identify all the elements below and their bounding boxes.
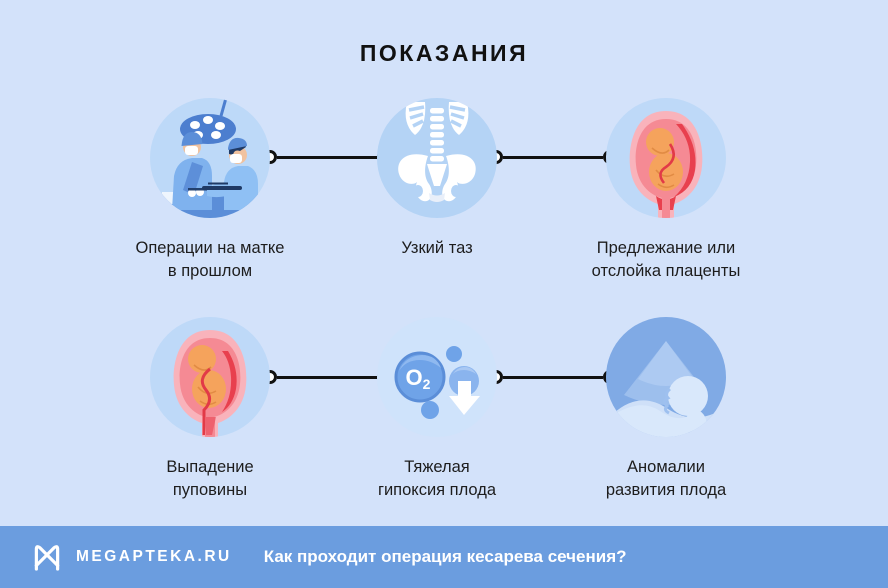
fetal-anomaly-ultrasound-icon — [606, 317, 726, 437]
placenta-previa-icon — [606, 98, 726, 218]
narrow-pelvis-icon — [377, 98, 497, 218]
label-line: развития плода — [605, 480, 727, 499]
card-fetal-hypoxia: O2 Тяжелая гипоксия плода — [317, 317, 557, 502]
card-illustration — [150, 98, 270, 218]
card-placenta-previa: Предлежание или отслойка плаценты — [546, 98, 786, 283]
fetal-hypoxia-icon: O2 — [377, 317, 497, 437]
label-line: Операции на матке — [135, 239, 285, 257]
card-illustration — [150, 317, 270, 437]
svg-text:O2: O2 — [406, 365, 431, 392]
card-label: Предлежание или отслойка плаценты — [592, 237, 741, 283]
page-title: ПОКАЗАНИЯ — [359, 40, 529, 66]
card-illustration — [606, 98, 726, 218]
label-line: Выпадение — [166, 458, 254, 476]
label-line: Тяжелая — [404, 458, 470, 476]
card-fetal-anomaly: Аномалии развития плода — [546, 317, 786, 502]
card-illustration — [606, 317, 726, 437]
card-illustration: O2 — [377, 317, 497, 437]
card-cord-prolapse: Выпадение пуповины — [90, 317, 330, 502]
o2-label-sub: 2 — [423, 376, 431, 392]
label-line: Аномалии — [627, 458, 705, 476]
card-label: Аномалии развития плода — [606, 456, 726, 502]
surgeons-operation-icon — [150, 98, 270, 218]
card-label: Выпадение пуповины — [166, 456, 253, 502]
connector-line — [277, 375, 377, 379]
footer-bar: MEGAPTEKA.RU Как проходит операция кесар… — [0, 526, 888, 588]
brand-name: MEGAPTEKA.RU — [76, 548, 232, 565]
connector-line — [503, 155, 603, 159]
label-line: в прошлом — [167, 261, 253, 280]
connector-line — [277, 155, 377, 159]
connector-line — [503, 375, 603, 379]
label-line: Узкий таз — [401, 239, 473, 257]
o2-label-main: O — [406, 365, 423, 390]
footer-question: Как проходит операция кесарева сечения? — [263, 547, 627, 566]
label-line: отслойка плаценты — [591, 261, 741, 280]
card-label: Операции на матке в прошлом — [136, 237, 285, 283]
card-illustration — [377, 98, 497, 218]
label-line: Предлежание или — [596, 239, 736, 257]
label-line: пуповины — [172, 480, 248, 499]
megapteka-logo-icon — [34, 545, 60, 571]
label-line: гипоксия плода — [377, 480, 497, 499]
card-label: Тяжелая гипоксия плода — [378, 456, 496, 502]
card-label: Узкий таз — [401, 237, 472, 260]
cord-prolapse-icon — [150, 317, 270, 437]
card-narrow-pelvis: Узкий таз — [317, 98, 557, 260]
card-uterus-surgery: Операции на матке в прошлом — [90, 98, 330, 283]
